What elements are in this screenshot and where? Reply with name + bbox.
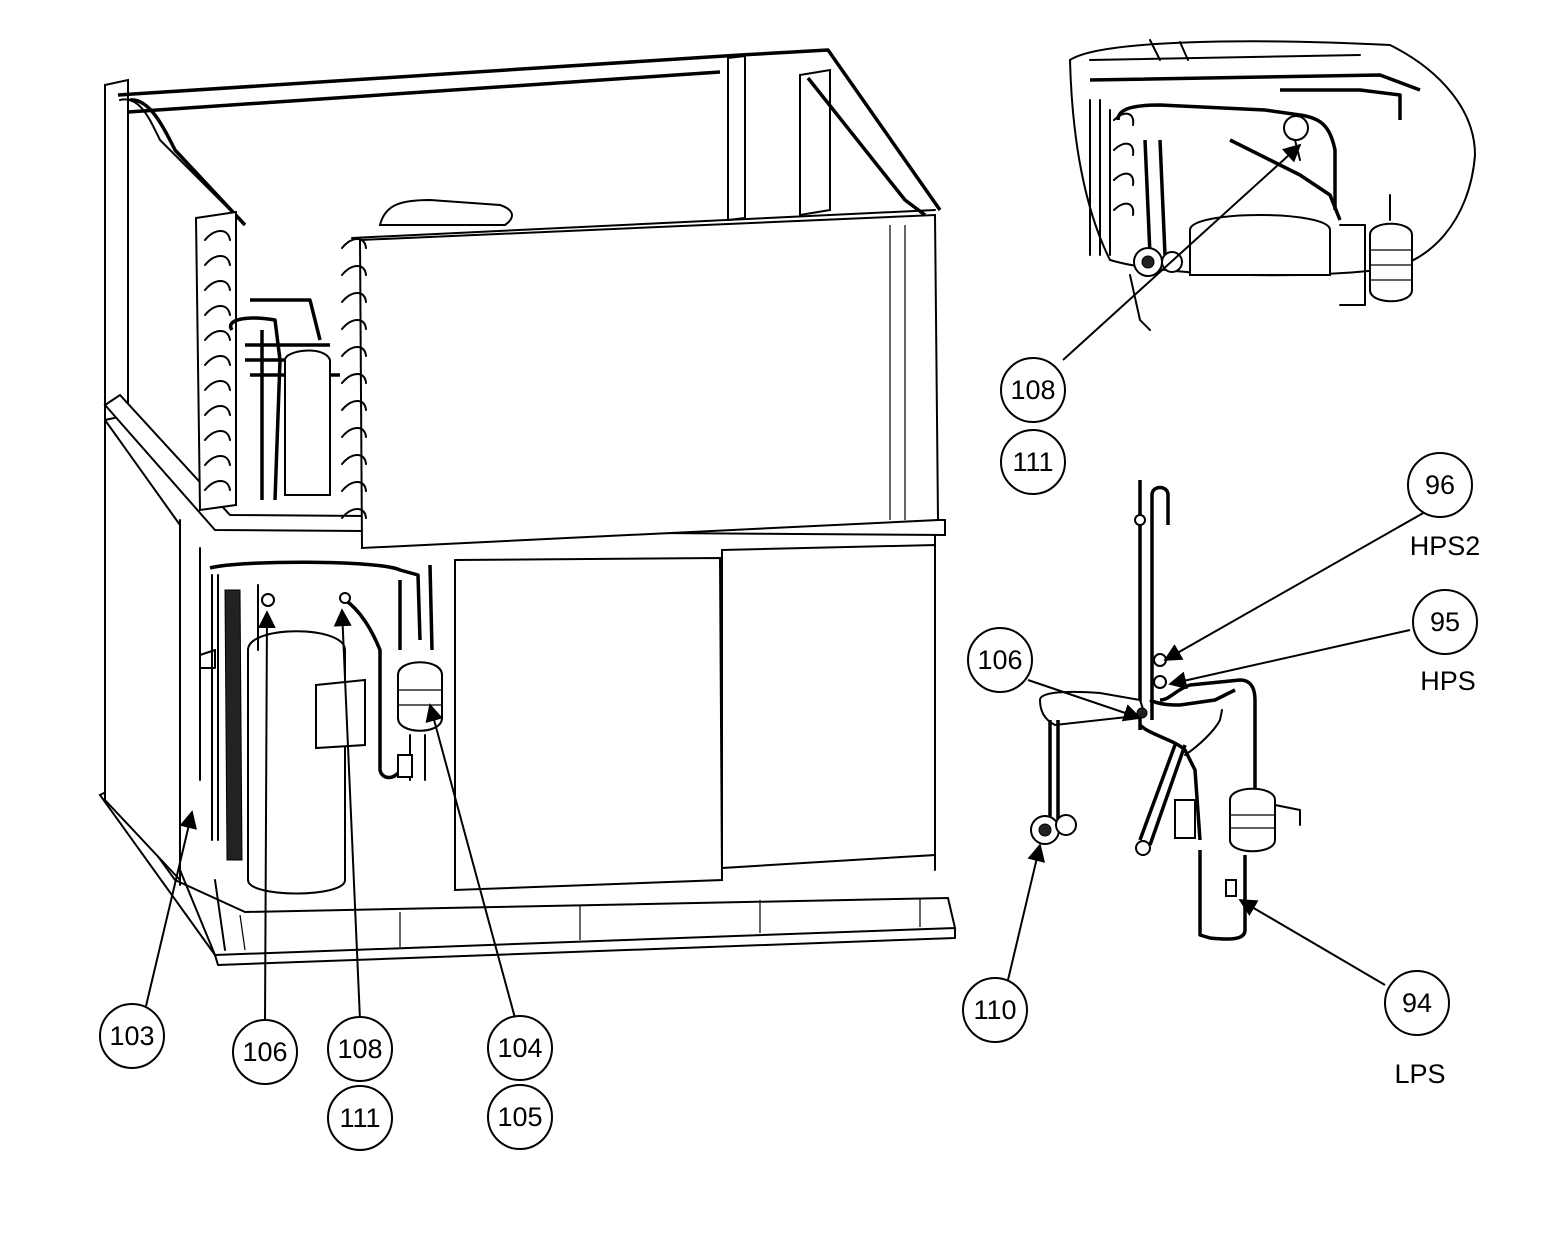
callout-111-main: 111	[327, 1085, 393, 1151]
callout-96-label: 96	[1425, 470, 1455, 500]
callout-104: 104	[487, 1015, 553, 1081]
callout-105: 105	[487, 1084, 553, 1150]
callout-106-detail: 106	[967, 627, 1033, 693]
hps-label: HPS	[1420, 666, 1476, 696]
callout-108-inset: 108	[1000, 357, 1066, 423]
callout-110: 110	[962, 977, 1028, 1043]
inset-detail-view	[1068, 39, 1477, 331]
callout-105-label: 105	[497, 1102, 542, 1132]
callout-103-label: 103	[109, 1021, 154, 1051]
lps-label: LPS	[1394, 1059, 1445, 1089]
callout-110-label: 110	[973, 995, 1016, 1025]
hps2-label: HPS2	[1410, 531, 1481, 561]
callout-95-label: 95	[1430, 607, 1460, 637]
callout-106-detail-label: 106	[977, 645, 1022, 675]
callout-94-label: 94	[1402, 988, 1432, 1018]
callout-108-inset-label: 108	[1010, 375, 1055, 405]
main-unit-drawing	[98, 48, 957, 966]
callout-103: 103	[99, 1003, 165, 1069]
callout-106-main-label: 106	[242, 1037, 287, 1067]
callout-94: 94 LPS	[1384, 970, 1450, 1089]
callout-96: 96 HPS2	[1407, 452, 1481, 561]
leader-lines	[145, 143, 1426, 1024]
callout-108-main-label: 108	[337, 1034, 382, 1064]
callout-104-label: 104	[497, 1033, 542, 1063]
callout-111-inset-label: 111	[1012, 447, 1053, 477]
piping-assembly-detail	[1030, 480, 1301, 941]
callout-106-main: 106	[232, 1019, 298, 1085]
callout-111-main-label: 111	[339, 1103, 380, 1133]
callout-108-main: 108	[327, 1016, 393, 1082]
callout-95: 95 HPS	[1412, 589, 1478, 696]
callout-111-inset: 111	[1000, 429, 1066, 495]
